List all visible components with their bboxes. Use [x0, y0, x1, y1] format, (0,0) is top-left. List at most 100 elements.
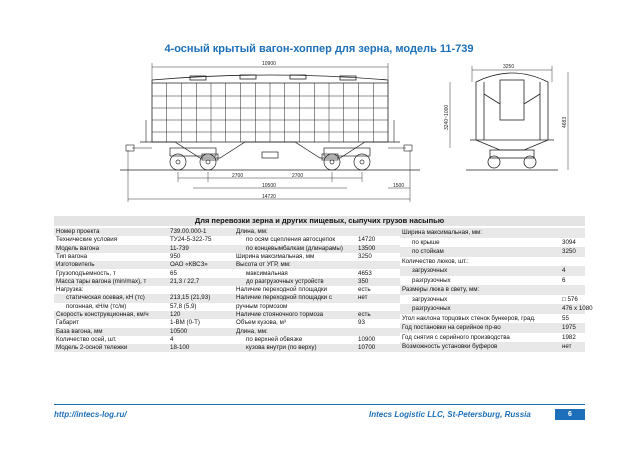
spec-value: 3250: [358, 252, 372, 260]
wagon-drawing: 10900: [120, 61, 569, 202]
spec-row: до разгрузочных устройств 350: [234, 277, 400, 287]
dim-bottom-lines: [127, 150, 411, 202]
footer-company: Intecs Logistic LLC, St-Petersburg, Russ…: [369, 410, 531, 419]
dim-total-height-label: 4683: [562, 117, 568, 128]
spec-label: Нагрузка:: [56, 286, 84, 294]
spec-value: 57,8 (5,9): [170, 302, 197, 310]
spec-row: максимальная 4653: [234, 270, 400, 278]
spec-row: по верхней обвязке 10900: [234, 336, 400, 344]
spec-label: Наличие переходной площадки с: [236, 294, 332, 302]
spec-row: по концевымбалкам (длинарамы) 13500: [234, 244, 400, 253]
dim-bogie2-label: 2700: [292, 173, 303, 179]
spec-row: Год снятия с серийного производства 1982: [400, 333, 585, 343]
spec-label: ручным тормозом: [236, 302, 288, 310]
spec-label: Возможность установки буферов: [402, 343, 498, 350]
spec-row: погонная, кН/м (тс/м) 57,8 (5,9): [54, 303, 234, 311]
spec-label: по концевымбалкам (длинарамы): [246, 244, 343, 252]
spec-label: Количество люков, шт.:: [402, 257, 469, 265]
spec-label: Скорость конструкционная, км/ч: [56, 311, 149, 318]
spec-value: 13500: [358, 244, 376, 252]
spec-label: Год постановки на серийное пр-во: [402, 324, 501, 331]
spec-value: 10500: [170, 327, 188, 335]
spec-value: 350: [358, 277, 369, 285]
footer-url-link[interactable]: http://intecs-log.ru/: [54, 410, 127, 419]
spec-row: Нагрузка:: [54, 286, 234, 294]
spec-label: статическая осевая, кН (тс): [66, 294, 145, 302]
spec-label: погонная, кН/м (тс/м): [66, 302, 127, 310]
spec-label: Год снятия с серийного производства: [402, 333, 510, 341]
spec-label: по крыше: [412, 238, 440, 246]
spec-row: Наличие переходной площадки с нет: [234, 294, 400, 303]
spec-value: 6: [562, 276, 566, 284]
spec-value: 1982: [562, 333, 576, 341]
spec-value: □ 576: [562, 295, 578, 303]
spec-row: База вагона, мм 10500: [54, 327, 234, 336]
spec-row: Размеры люка в свету, мм:: [400, 285, 585, 295]
spec-label: Ширина максимальная, мм: [236, 252, 315, 260]
spec-label: Изготовитель: [56, 261, 95, 269]
dim-bogie1-label: 2700: [232, 173, 243, 179]
spec-label: по стойкам: [412, 248, 444, 255]
spec-row: Длина, мм:: [234, 327, 400, 336]
dim-total-label: 14720: [262, 194, 276, 200]
wagon-end-view: [466, 72, 558, 171]
dim-base-label: 10500: [262, 183, 276, 189]
wagon-ends: [125, 120, 413, 152]
dim-end-label: 1500: [393, 183, 404, 189]
spec-label: База вагона, мм: [56, 327, 103, 335]
spec-value: 3250: [562, 248, 576, 255]
spec-value: 10700: [358, 344, 376, 352]
spec-label: максимальная: [246, 269, 288, 277]
spec-label: Наличие стояночного тормоза: [236, 311, 324, 318]
spec-label: до разгрузочных устройств: [246, 277, 324, 285]
spec-row: загрузочных□ 576: [400, 295, 585, 305]
dim-inner-height-label: 3240~1000: [444, 105, 450, 130]
wagon-side-panels: [152, 83, 388, 142]
spec-row: по стойкам 3250: [400, 247, 585, 257]
spec-value: 120: [170, 311, 181, 318]
spec-label: разгрузочных: [412, 305, 451, 312]
spec-row: кузова внутри (по верху)10700: [234, 344, 400, 353]
spec-label: Наличие переходной площадки: [236, 286, 328, 294]
dim-top-label: 10900: [262, 61, 276, 67]
spec-label: Ширина максимальная, мм:: [402, 229, 483, 236]
dim-side-width-label: 3250: [503, 64, 514, 70]
spec-row: Ширина максимальная, мм:: [400, 228, 585, 238]
spec-label: разгрузочных: [412, 276, 451, 284]
bogie-right: [323, 147, 371, 171]
spec-value: 11-739: [170, 244, 189, 252]
spec-value: 10900: [358, 335, 376, 343]
spec-label: Технические условия: [56, 236, 118, 244]
spec-value: ОАО «КВСЗ»: [170, 261, 208, 269]
spec-row: Угол наклона торцовых стенок бункеров, г…: [400, 314, 585, 324]
spec-value: ТУ24-5-322-75: [170, 236, 212, 244]
spec-label: Габарит: [56, 319, 80, 327]
spec-value: нет: [358, 294, 368, 302]
spec-label: загрузочных: [412, 267, 448, 274]
spec-label: по верхней обвязке: [246, 335, 303, 343]
spec-value: 4653: [358, 269, 372, 277]
spec-label: Угол наклона торцовых стенок бункеров, г…: [402, 314, 536, 322]
spec-row: Длина, мм:: [234, 228, 400, 237]
spec-value: 55: [562, 314, 569, 322]
spec-value: 18-100: [170, 344, 190, 352]
spec-row: Ширина максимальная, мм 3250: [234, 253, 400, 261]
spec-label: Номер проекта: [56, 228, 100, 235]
spec-label: Объем кузова, м³: [236, 319, 286, 327]
spec-label: Длина, мм:: [236, 327, 268, 335]
spec-row: Количество осей, шт.4: [54, 336, 234, 344]
spec-label: Длина, мм:: [236, 228, 268, 235]
section-header: Для перевозки зерна и других пищевых, сы…: [54, 216, 585, 226]
